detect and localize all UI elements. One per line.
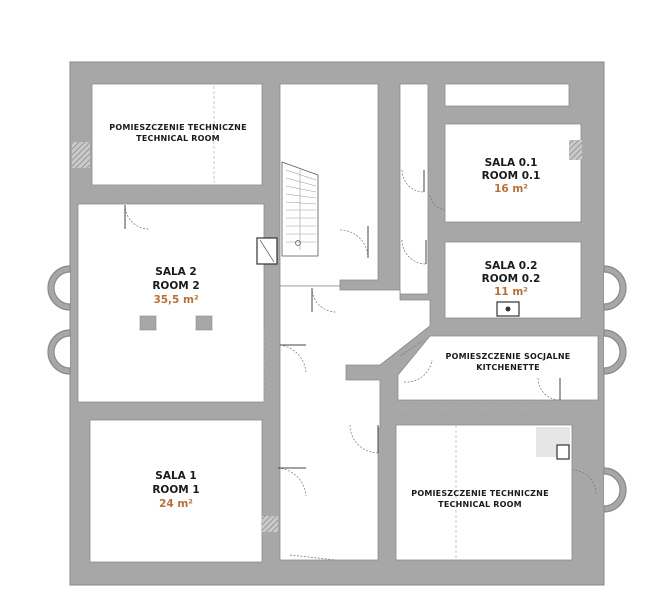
technical-room-bottom-label: POMIESZCZENIE TECHNICZNE TECHNICAL ROOM — [411, 489, 548, 509]
room-0-2-label: SALA 0.2 ROOM 0.2 11 m² — [482, 260, 541, 298]
room-0-1-label: SALA 0.1 ROOM 0.1 16 m² — [482, 157, 541, 195]
kitchenette-name-en: KITCHENETTE — [476, 363, 540, 372]
technical-room-top-label: POMIESZCZENIE TECHNICZNE TECHNICAL ROOM — [109, 123, 246, 143]
room-2-name-pl: SALA 2 — [155, 266, 196, 278]
hatch-patch — [569, 140, 582, 160]
room-2-floor — [77, 203, 265, 403]
window-bay-west-upper-inner — [53, 271, 71, 305]
window-bay-east-3-inner — [603, 473, 621, 507]
room-1-name-pl: SALA 1 — [155, 470, 196, 482]
staircase — [281, 161, 319, 257]
hatch-patch — [262, 516, 278, 532]
room-2-label: SALA 2 ROOM 2 35,5 m² — [152, 266, 199, 306]
technical-room-top-name-pl: POMIESZCZENIE TECHNICZNE — [109, 123, 246, 132]
technical-room-top-floor — [91, 83, 263, 186]
room-0-1-name-pl: SALA 0.1 — [485, 157, 538, 169]
technical-room-bottom-name-pl: POMIESZCZENIE TECHNICZNE — [411, 489, 548, 498]
corridor-north-floor — [399, 83, 429, 295]
kitchenette-label: POMIESZCZENIE SOCJALNE KITCHENETTE — [446, 352, 571, 372]
room-1-label: SALA 1 ROOM 1 24 m² — [152, 470, 199, 510]
room-0-1-name-en: ROOM 0.1 — [482, 170, 541, 182]
niche-top-floor — [444, 83, 570, 107]
room-1-area: 24 m² — [159, 498, 193, 510]
central-hall-floor — [279, 285, 431, 561]
room-0-2-name-pl: SALA 0.2 — [485, 260, 538, 272]
technical-room-bottom-name-en: TECHNICAL ROOM — [438, 500, 522, 509]
sink-fixture — [556, 444, 570, 460]
window-bay-east-2-inner — [603, 335, 621, 369]
kitchenette-name-pl: POMIESZCZENIE SOCJALNE — [446, 352, 571, 361]
room-0-2-name-en: ROOM 0.2 — [482, 273, 541, 285]
room-0-1-area: 16 m² — [494, 183, 528, 195]
room-2-name-en: ROOM 2 — [152, 280, 199, 292]
pillar — [195, 315, 213, 331]
room-0-1-floor — [444, 123, 582, 223]
hatch-patch — [72, 142, 90, 168]
window-bay-east-1-inner — [603, 271, 621, 305]
technical-room-top-name-en: TECHNICAL ROOM — [136, 134, 220, 143]
floor-spaces — [77, 83, 599, 563]
window-bays — [47, 265, 627, 513]
room-1-name-en: ROOM 1 — [152, 484, 199, 496]
window-bay-west-lower-inner — [53, 335, 71, 369]
room-0-2-area: 11 m² — [494, 286, 528, 298]
kitchenette-floor — [397, 335, 599, 401]
room-1-floor — [89, 419, 263, 563]
room-2-area: 35,5 m² — [153, 294, 199, 306]
pillar — [139, 315, 157, 331]
partition-lines — [92, 86, 540, 560]
doors — [124, 169, 597, 561]
